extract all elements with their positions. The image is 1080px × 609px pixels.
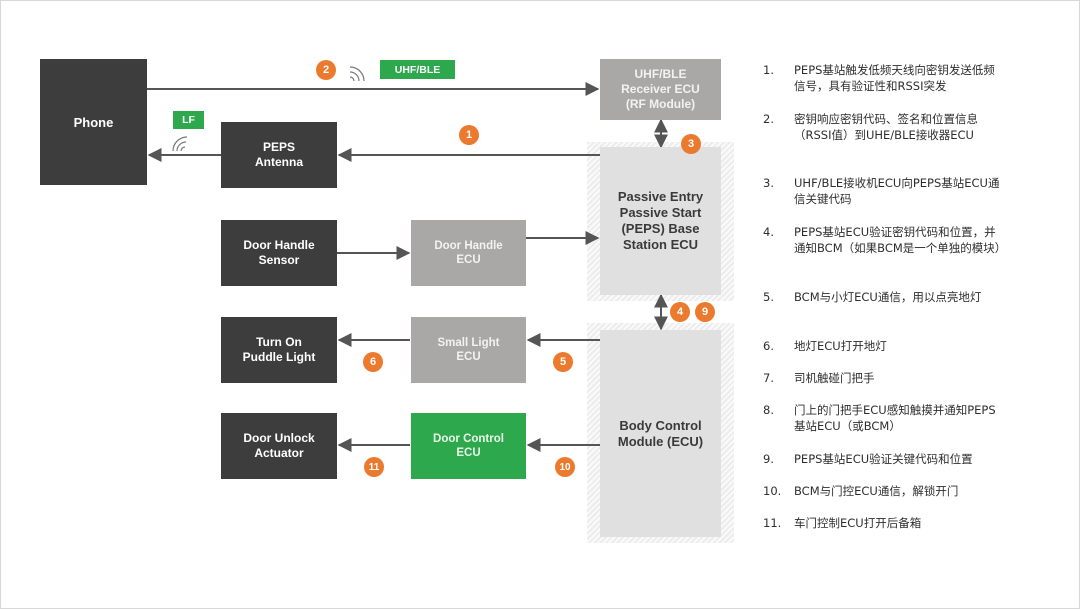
step-item-5: 5. BCM与小灯ECU通信，用以点亮地灯 — [763, 289, 1063, 305]
small-light-ecu-box: Small Light ECU — [411, 317, 526, 383]
step-text: PEPS基站ECU验证密钥代码和位置，并通知BCM（如果BCM是一个单独的模块） — [794, 225, 1007, 255]
step-number: 3. — [763, 176, 774, 190]
step-number: 6. — [763, 339, 774, 353]
step-text: 车门控制ECU打开后备箱 — [794, 516, 922, 530]
step-item-6: 6. 地灯ECU打开地灯 — [763, 338, 1063, 354]
uhf-ble-tag: UHF/BLE — [380, 60, 455, 79]
door-handle-sensor-box: Door Handle Sensor — [221, 220, 337, 286]
step-text: PEPS基站触发低频天线向密钥发送低频信号，具有验证性和RSSI突发 — [794, 63, 995, 93]
step-number: 11. — [763, 516, 782, 530]
step-number: 8. — [763, 403, 774, 417]
peps-antenna-box: PEPS Antenna — [221, 122, 337, 188]
step-number: 4. — [763, 225, 774, 239]
step-item-7: 7. 司机触碰门把手 — [763, 370, 1063, 386]
step-badge-11: 11 — [364, 457, 384, 477]
step-badge-10: 10 — [555, 457, 575, 477]
step-item-1: 1. PEPS基站触发低频天线向密钥发送低频信号，具有验证性和RSSI突发 — [763, 62, 1063, 94]
step-text: BCM与小灯ECU通信，用以点亮地灯 — [794, 290, 982, 304]
step-item-8: 8. 门上的门把手ECU感知触摸并通知PEPS基站ECU（或BCM） — [763, 402, 1063, 434]
uhf-receiver-box: UHF/BLE Receiver ECU (RF Module) — [600, 59, 721, 120]
step-item-10: 10. BCM与门控ECU通信，解锁开门 — [763, 483, 1063, 499]
step-badge-1: 1 — [459, 125, 479, 145]
wireless-signal-icon — [349, 66, 365, 82]
step-badge-4: 4 — [670, 302, 690, 322]
phone-box: Phone — [40, 59, 147, 185]
lf-tag: LF — [173, 111, 204, 129]
puddle-light-box: Turn On Puddle Light — [221, 317, 337, 383]
step-text: 密钥响应密钥代码、签名和位置信息（RSSI值）到UHE/BLE接收器ECU — [794, 112, 978, 142]
wireless-signal-icon — [172, 136, 188, 152]
body-control-module-box: Body Control Module (ECU) — [600, 330, 721, 537]
step-badge-6: 6 — [363, 352, 383, 372]
door-unlock-box: Door Unlock Actuator — [221, 413, 337, 479]
step-text: PEPS基站ECU验证关键代码和位置 — [794, 452, 973, 466]
peps-base-station-box: Passive Entry Passive Start (PEPS) Base … — [600, 147, 721, 295]
step-badge-5: 5 — [553, 352, 573, 372]
step-number: 5. — [763, 290, 774, 304]
step-text: 地灯ECU打开地灯 — [794, 339, 887, 353]
step-text: 司机触碰门把手 — [794, 371, 875, 385]
door-control-ecu-box: Door Control ECU — [411, 413, 526, 479]
step-number: 9. — [763, 452, 774, 466]
step-number: 7. — [763, 371, 774, 385]
step-text: BCM与门控ECU通信，解锁开门 — [794, 484, 959, 498]
step-text: 门上的门把手ECU感知触摸并通知PEPS基站ECU（或BCM） — [794, 403, 996, 433]
step-number: 10. — [763, 484, 782, 498]
step-number: 2. — [763, 112, 774, 126]
door-handle-ecu-box: Door Handle ECU — [411, 220, 526, 286]
step-item-11: 11. 车门控制ECU打开后备箱 — [763, 515, 1063, 531]
step-item-3: 3. UHF/BLE接收机ECU向PEPS基站ECU通信关键代码 — [763, 175, 1063, 207]
step-text: UHF/BLE接收机ECU向PEPS基站ECU通信关键代码 — [794, 176, 1000, 206]
step-number: 1. — [763, 63, 774, 77]
step-badge-3: 3 — [681, 134, 701, 154]
step-item-9: 9. PEPS基站ECU验证关键代码和位置 — [763, 451, 1063, 467]
step-badge-2: 2 — [316, 60, 336, 80]
step-item-2: 2. 密钥响应密钥代码、签名和位置信息（RSSI值）到UHE/BLE接收器ECU — [763, 111, 1063, 143]
step-badge-9: 9 — [695, 302, 715, 322]
step-item-4: 4. PEPS基站ECU验证密钥代码和位置，并通知BCM（如果BCM是一个单独的模… — [763, 224, 1063, 256]
